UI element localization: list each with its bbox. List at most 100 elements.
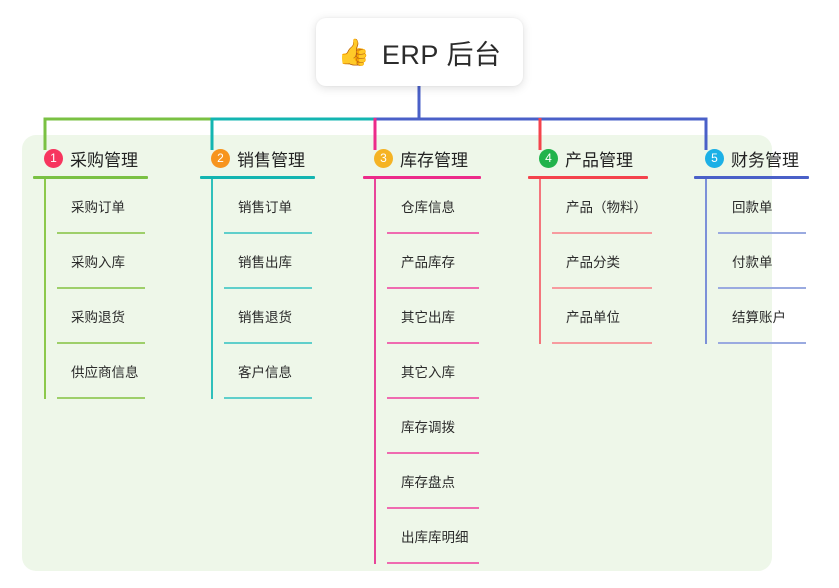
column-title: 采购管理 xyxy=(70,150,138,170)
menu-item[interactable]: 库存盘点 xyxy=(374,454,481,509)
menu-item[interactable]: 其它入库 xyxy=(374,344,481,399)
root-node-card[interactable]: 👍 ERP 后台 xyxy=(316,18,523,86)
menu-item[interactable]: 产品库存 xyxy=(374,234,481,289)
column-header-2[interactable]: 2 销售管理 xyxy=(200,146,315,170)
menu-item-rule xyxy=(387,452,479,454)
menu-item-label: 库存盘点 xyxy=(401,474,455,490)
menu-item-rule xyxy=(224,397,312,399)
menu-item[interactable]: 采购订单 xyxy=(44,179,148,234)
column-header-rule xyxy=(694,176,809,179)
menu-item-label: 其它入库 xyxy=(401,364,455,380)
menu-item[interactable]: 采购退货 xyxy=(44,289,148,344)
menu-item-label: 库存调拨 xyxy=(401,419,455,435)
menu-item-rule xyxy=(552,232,652,234)
menu-item-rule xyxy=(387,397,479,399)
column-spine xyxy=(44,179,46,399)
column-badge-number: 2 xyxy=(211,148,230,168)
menu-item-label: 产品（物料） xyxy=(566,199,647,215)
column-1: 1 采购管理采购订单采购入库采购退货供应商信息 xyxy=(33,146,148,399)
column-header-3[interactable]: 3 库存管理 xyxy=(363,146,481,170)
column-spine xyxy=(211,179,213,399)
column-items: 销售订单销售出库销售退货客户信息 xyxy=(200,179,315,399)
menu-item-label: 销售退货 xyxy=(238,309,292,325)
menu-item-rule xyxy=(552,342,652,344)
menu-item[interactable]: 销售订单 xyxy=(211,179,315,234)
menu-item-label: 客户信息 xyxy=(238,364,292,380)
menu-item-label: 其它出库 xyxy=(401,309,455,325)
menu-item-rule xyxy=(718,342,806,344)
menu-item[interactable]: 库存调拨 xyxy=(374,399,481,454)
menu-item-label: 采购订单 xyxy=(71,199,125,215)
menu-item-rule xyxy=(387,342,479,344)
menu-item[interactable]: 产品单位 xyxy=(539,289,652,344)
column-header-rule xyxy=(363,176,481,179)
menu-item[interactable]: 客户信息 xyxy=(211,344,315,399)
column-badge-number: 4 xyxy=(539,148,558,168)
menu-item[interactable]: 出库库明细 xyxy=(374,509,481,564)
menu-item-rule xyxy=(387,562,479,564)
menu-item-rule xyxy=(387,507,479,509)
thumbs-up-icon: 👍 xyxy=(337,37,370,67)
menu-item[interactable]: 采购入库 xyxy=(44,234,148,289)
menu-item-label: 产品分类 xyxy=(566,254,620,270)
menu-item-label: 付款单 xyxy=(732,254,773,270)
column-title: 库存管理 xyxy=(400,150,468,170)
menu-item-label: 销售订单 xyxy=(238,199,292,215)
column-header-rule xyxy=(200,176,315,179)
column-2: 2 销售管理销售订单销售出库销售退货客户信息 xyxy=(200,146,315,399)
menu-item-label: 产品库存 xyxy=(401,254,455,270)
menu-item-label: 供应商信息 xyxy=(71,364,139,380)
menu-item[interactable]: 销售退货 xyxy=(211,289,315,344)
column-items: 仓库信息产品库存其它出库其它入库库存调拨库存盘点出库库明细 xyxy=(363,179,481,564)
menu-item-rule xyxy=(718,232,806,234)
menu-item[interactable]: 结算账户 xyxy=(705,289,809,344)
column-badge-number: 5 xyxy=(705,148,724,168)
column-header-rule xyxy=(33,176,148,179)
menu-item-rule xyxy=(387,287,479,289)
menu-item[interactable]: 回款单 xyxy=(705,179,809,234)
menu-item[interactable]: 产品（物料） xyxy=(539,179,652,234)
menu-item[interactable]: 其它出库 xyxy=(374,289,481,344)
menu-item-rule xyxy=(552,287,652,289)
menu-item-label: 采购退货 xyxy=(71,309,125,325)
menu-item-label: 销售出库 xyxy=(238,254,292,270)
menu-item-rule xyxy=(387,232,479,234)
menu-item[interactable]: 付款单 xyxy=(705,234,809,289)
menu-item-rule xyxy=(57,287,145,289)
diagram-panel xyxy=(22,135,772,571)
column-title: 产品管理 xyxy=(565,150,633,170)
menu-item-label: 产品单位 xyxy=(566,309,620,325)
column-items: 回款单付款单结算账户 xyxy=(694,179,809,344)
menu-item[interactable]: 产品分类 xyxy=(539,234,652,289)
column-title: 财务管理 xyxy=(731,150,799,170)
menu-item-rule xyxy=(57,342,145,344)
column-badge-number: 3 xyxy=(374,148,393,168)
column-items: 采购订单采购入库采购退货供应商信息 xyxy=(33,179,148,399)
menu-item[interactable]: 仓库信息 xyxy=(374,179,481,234)
column-title: 销售管理 xyxy=(237,150,305,170)
column-header-5[interactable]: 5 财务管理 xyxy=(694,146,809,170)
menu-item[interactable]: 供应商信息 xyxy=(44,344,148,399)
column-header-4[interactable]: 4 产品管理 xyxy=(528,146,648,170)
menu-item-label: 仓库信息 xyxy=(401,199,455,215)
menu-item-rule xyxy=(224,342,312,344)
column-header-rule xyxy=(528,176,648,179)
column-badge-number: 1 xyxy=(44,148,63,168)
column-items: 产品（物料） 产品分类产品单位 xyxy=(528,179,652,344)
column-3: 3 库存管理仓库信息产品库存其它出库其它入库库存调拨库存盘点出库库明细 xyxy=(363,146,481,564)
menu-item-label: 结算账户 xyxy=(732,309,786,325)
menu-item-rule xyxy=(718,287,806,289)
column-4: 4 产品管理产品（物料） 产品分类产品单位 xyxy=(528,146,652,344)
menu-item-label: 出库库明细 xyxy=(401,529,469,545)
column-spine xyxy=(374,179,376,564)
menu-item-label: 回款单 xyxy=(732,199,773,215)
column-spine xyxy=(539,179,541,344)
menu-item[interactable]: 销售出库 xyxy=(211,234,315,289)
page-title: ERP 后台 xyxy=(381,39,502,70)
menu-item-rule xyxy=(224,287,312,289)
menu-item-label: 采购入库 xyxy=(71,254,125,270)
column-header-1[interactable]: 1 采购管理 xyxy=(33,146,148,170)
column-spine xyxy=(705,179,707,344)
menu-item-rule xyxy=(57,232,145,234)
menu-item-rule xyxy=(57,397,145,399)
